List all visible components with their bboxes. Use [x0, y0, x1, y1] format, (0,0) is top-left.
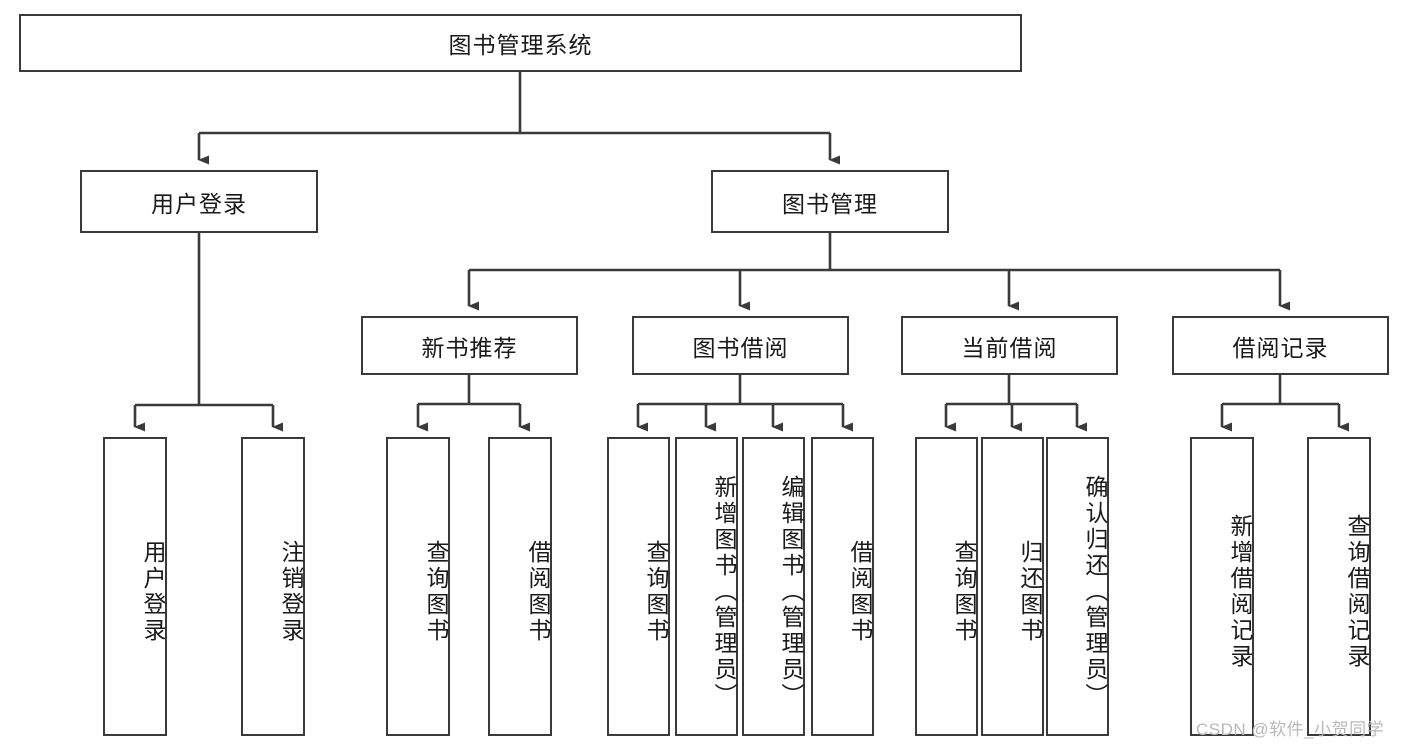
leaf-new-book-recommend-0[interactable]: 查询图书	[386, 437, 450, 736]
leaf-label: 查询图书	[951, 539, 977, 644]
leaf-label: 查询借阅记录	[1344, 513, 1370, 670]
node-user-login-label: 用户登录	[151, 190, 247, 217]
leaf-label: 新增图书（管理员）	[711, 474, 737, 709]
leaf-book-borrow-3[interactable]: 借阅图书	[811, 437, 874, 736]
leaf-label: 查询图书	[643, 539, 669, 644]
leaf-label: 确认归还（管理员）	[1082, 474, 1108, 709]
leaf-borrow-record-0[interactable]: 新增借阅记录	[1190, 437, 1254, 736]
node-book-management-label: 图书管理	[782, 190, 878, 217]
leaf-user-login-0[interactable]: 用户登录	[103, 437, 167, 736]
leaf-label: 新增借阅记录	[1227, 513, 1253, 670]
leaf-borrow-record-1[interactable]: 查询借阅记录	[1307, 437, 1371, 736]
node-user-login[interactable]: 用户登录	[80, 170, 318, 233]
node-current-borrow[interactable]: 当前借阅	[901, 316, 1118, 375]
leaf-label: 编辑图书（管理员）	[778, 474, 804, 709]
node-borrow-record[interactable]: 借阅记录	[1172, 316, 1389, 375]
leaf-new-book-recommend-1[interactable]: 借阅图书	[488, 437, 552, 736]
leaf-user-login-1[interactable]: 注销登录	[241, 437, 305, 736]
node-book-management[interactable]: 图书管理	[711, 170, 949, 233]
node-book-borrow[interactable]: 图书借阅	[632, 316, 849, 375]
leaf-label: 归还图书	[1017, 539, 1043, 644]
leaf-book-borrow-0[interactable]: 查询图书	[607, 437, 670, 736]
node-current-borrow-label: 当前借阅	[961, 334, 1058, 361]
leaf-book-borrow-1[interactable]: 新增图书（管理员）	[675, 437, 738, 736]
node-new-book-recommend[interactable]: 新书推荐	[361, 316, 578, 375]
leaf-book-borrow-2[interactable]: 编辑图书（管理员）	[742, 437, 805, 736]
leaf-current-borrow-0[interactable]: 查询图书	[915, 437, 978, 736]
leaf-label: 用户登录	[140, 539, 166, 644]
leaf-label: 借阅图书	[847, 539, 873, 644]
leaf-label: 借阅图书	[525, 539, 551, 644]
leaf-label: 查询图书	[423, 539, 449, 644]
leaf-label: 注销登录	[278, 539, 304, 644]
node-root[interactable]: 图书管理系统	[19, 14, 1022, 72]
node-book-borrow-label: 图书借阅	[692, 334, 789, 361]
node-new-book-recommend-label: 新书推荐	[421, 334, 518, 361]
node-borrow-record-label: 借阅记录	[1232, 334, 1329, 361]
leaf-current-borrow-1[interactable]: 归还图书	[981, 437, 1044, 736]
node-root-label: 图书管理系统	[448, 32, 593, 58]
leaf-current-borrow-2[interactable]: 确认归还（管理员）	[1046, 437, 1109, 736]
